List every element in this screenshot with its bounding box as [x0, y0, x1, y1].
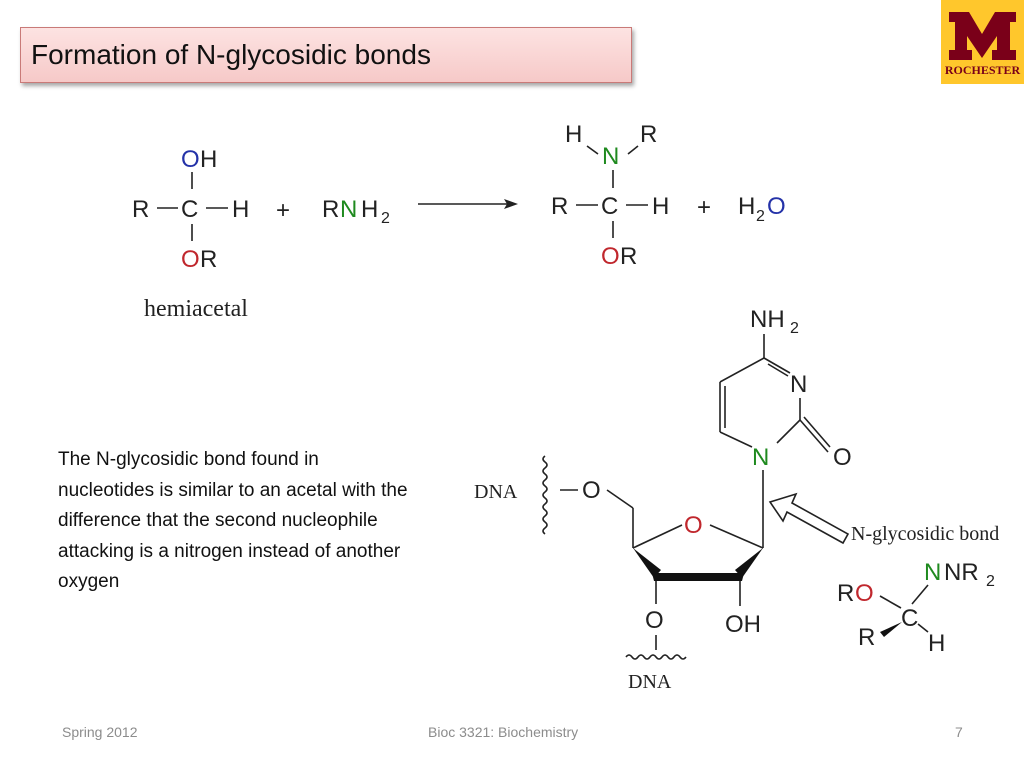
svg-text:R: R — [132, 196, 149, 223]
svg-text:H: H — [232, 196, 249, 223]
svg-text:H: H — [738, 193, 755, 220]
stereo-structure: N NR 2 R O C R H — [837, 559, 995, 657]
svg-text:H: H — [928, 630, 945, 657]
amine-reagent: R N H 2 — [322, 196, 390, 227]
svg-text:O: O — [684, 512, 703, 539]
nucleotide-structure: NH 2 N O N O O DNA O DNA — [474, 306, 852, 693]
svg-text:O: O — [645, 607, 664, 634]
slide-title: Formation of N-glycosidic bonds — [31, 39, 431, 70]
water-product: H 2 O — [738, 193, 786, 225]
svg-text:NH: NH — [750, 306, 785, 333]
reaction-arrow — [418, 199, 518, 209]
svg-text:NR: NR — [944, 559, 979, 586]
svg-text:DNA: DNA — [628, 671, 672, 693]
svg-text:N: N — [602, 143, 619, 170]
svg-text:O: O — [181, 146, 200, 173]
body-paragraph: The N-glycosidic bond found in nucleotid… — [58, 449, 408, 592]
svg-text:C: C — [901, 605, 918, 632]
svg-text:R: R — [837, 580, 854, 607]
svg-text:N: N — [752, 444, 769, 471]
svg-text:2: 2 — [381, 210, 390, 227]
svg-text:2: 2 — [756, 208, 765, 225]
logo-text: ROCHESTER — [944, 63, 1021, 77]
svg-text:H: H — [200, 146, 217, 173]
title-box: Formation of N-glycosidic bonds — [20, 27, 632, 83]
svg-text:DNA: DNA — [474, 481, 518, 503]
svg-text:OH: OH — [725, 611, 761, 638]
footer-page-number: 7 — [955, 724, 963, 740]
m-logo-icon — [949, 12, 1016, 60]
bond-pointer-arrow — [768, 492, 850, 545]
university-logo: ROCHESTER — [941, 0, 1024, 84]
svg-text:R: R — [640, 121, 657, 148]
svg-text:R: R — [200, 246, 217, 273]
footer-course: Bioc 3321: Biochemistry — [428, 724, 579, 740]
svg-text:O: O — [181, 246, 200, 273]
svg-text:N: N — [790, 371, 807, 398]
svg-text:N: N — [924, 559, 941, 586]
svg-text:O: O — [582, 477, 601, 504]
svg-text:2: 2 — [790, 320, 799, 337]
svg-text:O: O — [855, 580, 874, 607]
svg-text:R: R — [620, 243, 637, 270]
plus-sign-2: + — [697, 194, 711, 221]
product-structure: H N R R C H O R — [551, 121, 669, 270]
svg-text:C: C — [181, 196, 198, 223]
svg-text:R: R — [551, 193, 568, 220]
svg-text:H: H — [652, 193, 669, 220]
svg-text:N: N — [340, 196, 357, 223]
footer-date: Spring 2012 — [62, 724, 138, 740]
svg-text:C: C — [601, 193, 618, 220]
svg-text:O: O — [767, 193, 786, 220]
svg-text:H: H — [565, 121, 582, 148]
plus-sign-1: + — [276, 197, 290, 224]
hemiacetal-label: hemiacetal — [144, 296, 248, 322]
n-glycosidic-bond-label: N-glycosidic bond — [851, 523, 999, 545]
svg-text:2: 2 — [986, 573, 995, 590]
hemiacetal-structure: O H R C H O R — [132, 146, 249, 273]
svg-text:R: R — [322, 196, 339, 223]
svg-text:H: H — [361, 196, 378, 223]
svg-text:O: O — [601, 243, 620, 270]
svg-text:R: R — [858, 624, 875, 651]
svg-text:O: O — [833, 444, 852, 471]
